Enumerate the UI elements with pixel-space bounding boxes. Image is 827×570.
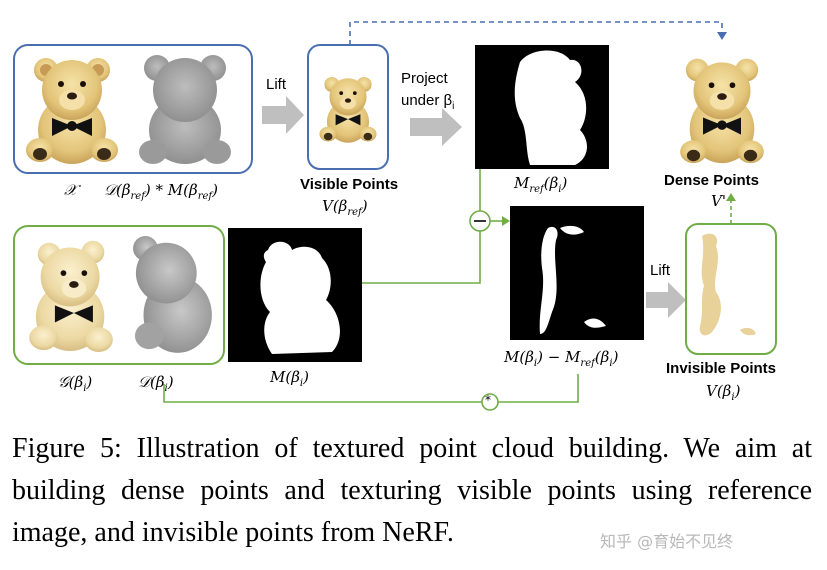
- novel-view-frame: [13, 225, 225, 365]
- lift-arrow-top: [262, 96, 304, 134]
- line-depth-to-star: [163, 384, 482, 403]
- v-beta-label: V(βi): [706, 382, 741, 403]
- pipeline-diagram: [13, 21, 777, 411]
- m-ref-mask-shape: [514, 50, 587, 165]
- lift-arrow-bottom: [646, 282, 686, 318]
- diff-mask-shape-top: [560, 225, 584, 235]
- project-label: Project: [401, 70, 448, 87]
- visible-points-bear: [319, 77, 377, 143]
- g-beta-label: 𝒢(βi): [58, 373, 93, 394]
- multiply-operator: [481, 393, 499, 411]
- d-beta-label: 𝒟(βi): [138, 373, 174, 394]
- invisible-points-label: Invisible Points: [666, 360, 777, 377]
- depth-mask-ref-label: 𝒟(βref) * M(βref): [104, 181, 218, 202]
- novel-view-bear: [29, 240, 113, 352]
- ref-bear-image: [26, 58, 118, 164]
- visible-points-frame: [307, 44, 389, 170]
- diff-mask-shape-left: [539, 226, 558, 334]
- visible-points-label: Visible Points: [300, 176, 399, 193]
- invisible-points-shape: [699, 233, 721, 336]
- m-beta-mask-shape: [260, 241, 340, 354]
- v-prime-label: V': [711, 192, 726, 210]
- v-ref-label: V(βref): [322, 197, 368, 218]
- dense-points-bear: [680, 58, 764, 164]
- line-mbeta-to-minus: [362, 231, 481, 284]
- novel-view-depth: [133, 236, 212, 353]
- m-ref-label: Mref(βi): [514, 174, 568, 195]
- x-label: 𝒳: [64, 181, 77, 199]
- ref-input-frame: [13, 44, 253, 174]
- dashed-arrow-visible-to-dense: [349, 21, 723, 45]
- diff-mask-shape-bottom: [584, 318, 606, 328]
- line-star-to-diff: [498, 374, 579, 403]
- figure-caption: Figure 5: Illustration of textured point…: [12, 433, 812, 548]
- watermark-text: 知乎 @育始不见终: [600, 532, 734, 551]
- project-arrow: [410, 108, 462, 146]
- m-beta-label: M(βi): [270, 368, 309, 389]
- under-label: under βi: [401, 92, 455, 112]
- diff-label: M(βi) − Mref(βi): [504, 348, 619, 369]
- ref-depth-image: [139, 55, 231, 164]
- multiply-symbol: *: [485, 393, 491, 407]
- lift-label-bottom: Lift: [650, 262, 671, 279]
- lift-label-top: Lift: [266, 76, 287, 93]
- diff-mask: [510, 206, 644, 340]
- dense-points-label: Dense Points: [664, 172, 760, 189]
- invisible-points-frame: [685, 223, 777, 355]
